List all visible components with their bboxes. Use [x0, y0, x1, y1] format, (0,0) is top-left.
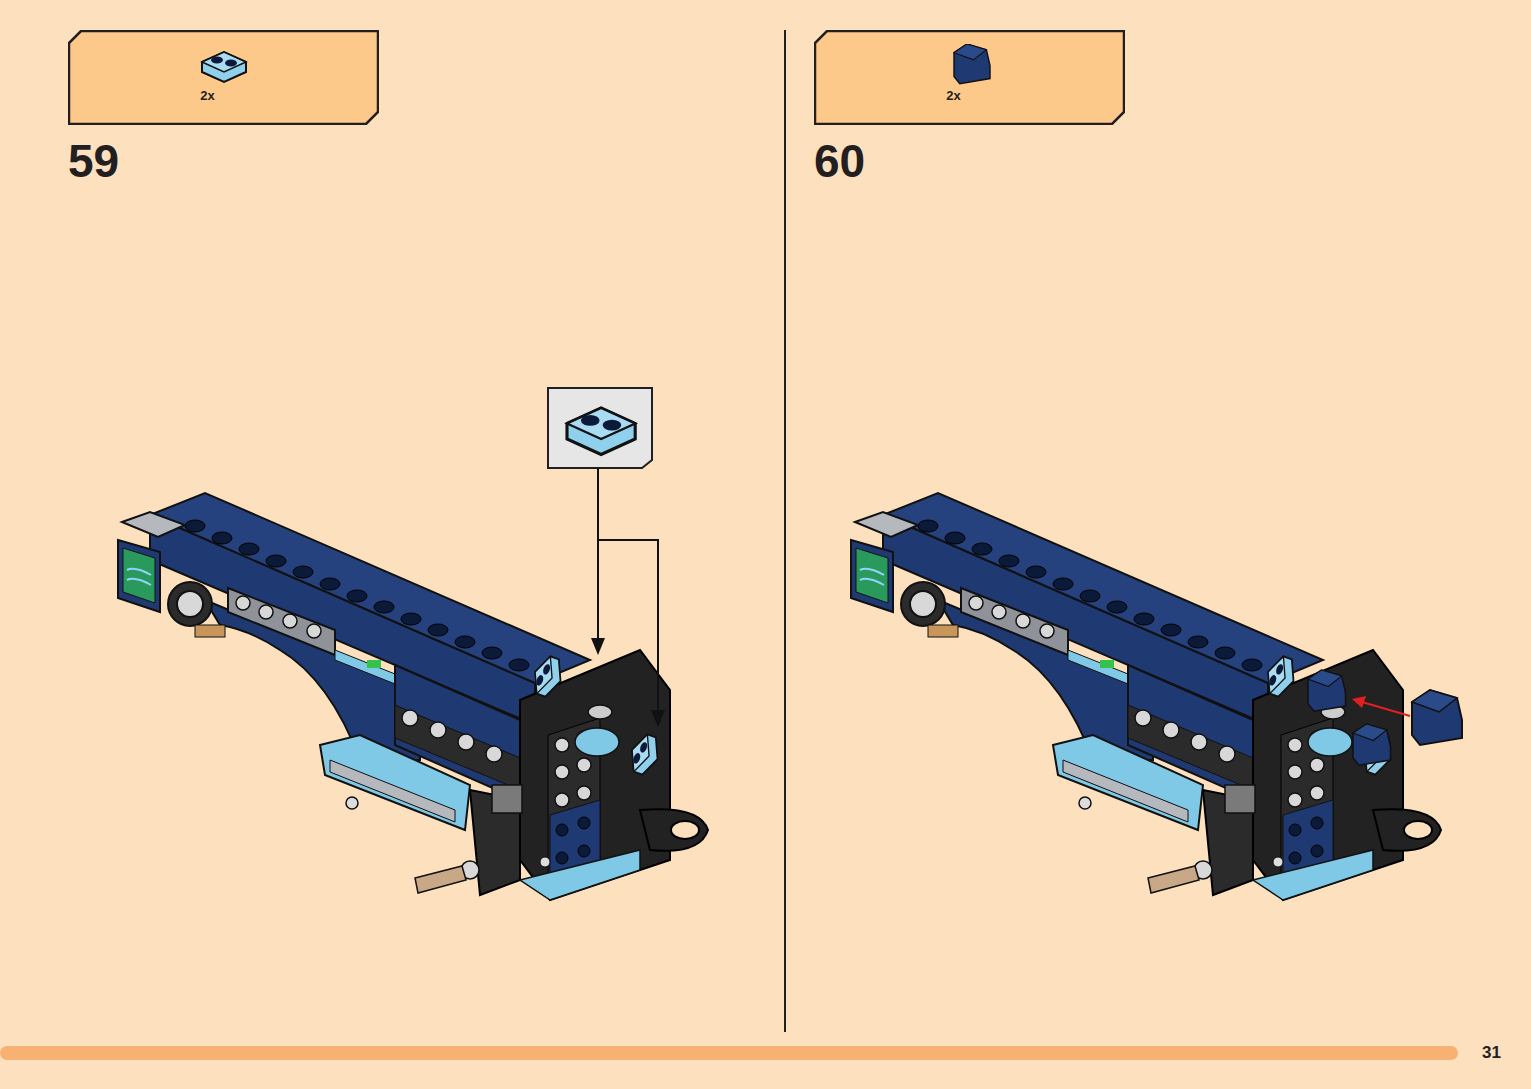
footer-bar — [0, 1046, 1458, 1060]
step-number: 60 — [814, 136, 865, 187]
step-parts-box: 2x — [68, 30, 379, 125]
part-count: 2x — [946, 88, 960, 103]
model-illustration — [118, 493, 708, 900]
part-icon — [194, 44, 254, 90]
new-part — [1412, 690, 1462, 745]
placed-slope — [1353, 724, 1391, 765]
leader-line — [598, 468, 658, 712]
placed-slope — [1308, 670, 1346, 711]
arrowhead — [591, 638, 605, 655]
placed-plate — [528, 653, 567, 699]
placed-plate — [625, 731, 664, 777]
page-number: 31 — [1482, 1044, 1501, 1063]
part-count: 2x — [200, 88, 214, 103]
arrowhead — [651, 710, 665, 727]
red-arrow — [1362, 702, 1410, 716]
arrowhead — [1352, 696, 1366, 708]
part-callout — [548, 388, 652, 468]
part-icon — [567, 408, 635, 455]
step-number: 59 — [68, 136, 119, 187]
model-illustration — [851, 493, 1441, 900]
divider — [784, 30, 786, 1032]
step-parts-box: 2x — [814, 30, 1125, 125]
part-icon — [940, 44, 1000, 90]
placed-plate — [1261, 653, 1300, 699]
